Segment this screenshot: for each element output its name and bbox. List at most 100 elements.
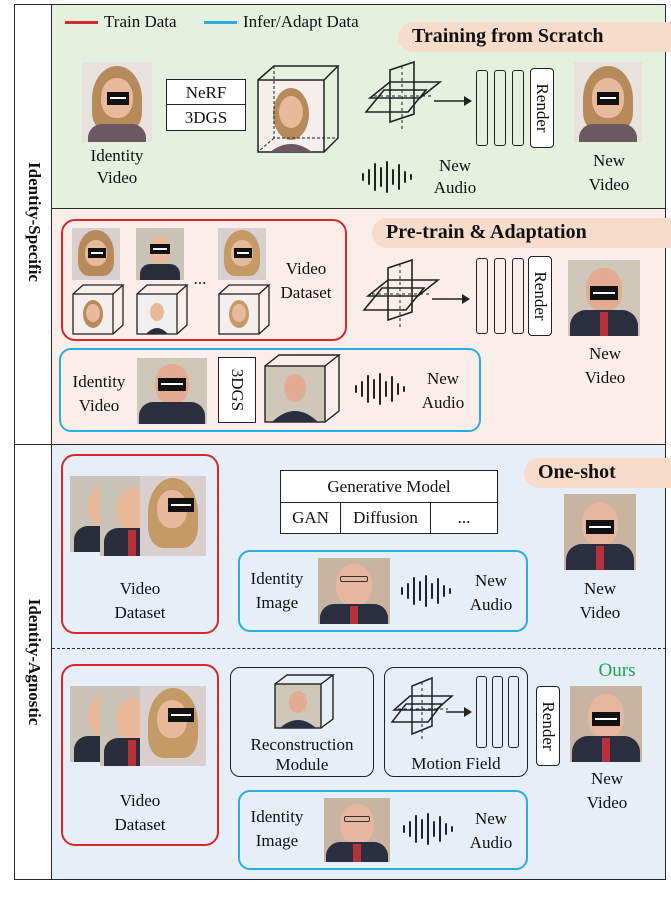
scratch-motion-planes-icon — [364, 60, 472, 130]
pretrain-adapt-box — [59, 348, 481, 432]
dataset-cube-1-icon — [72, 284, 125, 335]
pretrain-3dgs-label: 3DGS — [228, 368, 247, 412]
oneshot-audio-wave-icon — [401, 575, 451, 607]
scratch-output-image — [574, 62, 642, 142]
ours-output-line1: New — [590, 769, 624, 788]
more-cell: ... — [457, 508, 471, 527]
diffusion-cell: Diffusion — [341, 503, 431, 533]
dataset-face-3 — [218, 228, 266, 280]
oneshot-dataset-line2: Dataset — [114, 603, 166, 622]
oneshot-identity-image — [318, 558, 390, 624]
ours-dataset-line1: Video — [119, 791, 161, 810]
ours-dataset-line2: Dataset — [114, 815, 166, 834]
pretrain-identity-line2: Video — [78, 396, 120, 415]
pretrain-audio-wave-icon — [355, 373, 405, 405]
pretrain-output-line2: Video — [584, 368, 626, 387]
generative-model-cells: GAN Diffusion ... — [281, 503, 497, 533]
ours-dataset-box — [61, 664, 219, 846]
ours-identity-line2: Image — [255, 831, 299, 850]
pretrain-identity-cube-icon — [264, 354, 342, 423]
oneshot-output-line2: Video — [579, 603, 621, 622]
section-divider — [52, 208, 666, 209]
scratch-network-icon — [476, 70, 528, 148]
pretrain-dataset-line2: Dataset — [280, 283, 332, 302]
legend-train-label: Train Data — [104, 12, 177, 31]
identity-specific-band — [14, 5, 52, 444]
scratch-output-line1: New — [592, 151, 626, 170]
ours-infer-box — [238, 790, 528, 870]
oneshot-identity-line1: Identity — [250, 569, 304, 588]
motion-field-label: Motion Field — [411, 754, 501, 773]
ours-audio-wave-icon — [403, 813, 453, 845]
oneshot-output-image — [564, 494, 636, 570]
pretrain-render-label: Render — [531, 271, 550, 321]
dataset-face-2 — [136, 228, 184, 280]
ours-output-image — [570, 686, 642, 762]
scratch-identity-line2: Video — [96, 168, 138, 187]
scratch-audio-line1: New — [438, 156, 472, 175]
oneshot-dataset-box — [61, 454, 219, 634]
motion-field-box — [384, 667, 528, 777]
ours-identity-line1: Identity — [250, 807, 304, 826]
ours-motion-planes-icon — [390, 676, 472, 740]
pretrain-3dgs-box: 3DGS — [218, 357, 256, 423]
legend-train-line — [65, 21, 98, 24]
ours-divider — [52, 648, 666, 649]
ours-render-box: Render — [536, 686, 560, 766]
pretrain-dataset-line1: Video — [285, 259, 327, 278]
pretrain-identity-image — [137, 358, 207, 424]
identity-video-image — [82, 62, 152, 142]
pretrain-render-box: Render — [528, 256, 552, 336]
reconstruction-line1: Reconstruction — [250, 735, 354, 754]
oneshot-title: One-shot — [524, 458, 671, 488]
ours-title: Ours — [598, 660, 636, 681]
gan-cell: GAN — [281, 503, 341, 533]
scratch-cube-icon — [257, 65, 340, 153]
pretrain-audio-line1: New — [426, 369, 460, 388]
oneshot-dataset-line1: Video — [119, 579, 161, 598]
pretrain-dataset-box — [61, 219, 347, 341]
pretrain-audio-line2: Audio — [421, 393, 465, 412]
pretrain-output-line1: New — [588, 344, 622, 363]
3dgs-label: 3DGS — [184, 108, 228, 127]
ours-output-line2: Video — [586, 793, 628, 812]
scratch-identity-line1: Identity — [90, 146, 144, 165]
generative-model-box: Generative Model GAN Diffusion ... — [280, 470, 498, 534]
scratch-title: Training from Scratch — [398, 22, 671, 52]
nerf-3dgs-box — [166, 79, 246, 131]
nerf-label: NeRF — [185, 83, 227, 102]
oneshot-infer-box — [238, 550, 528, 632]
ours-network-icon — [476, 676, 524, 750]
pretrain-output-image — [568, 260, 640, 336]
dataset-cube-3-icon — [218, 284, 271, 335]
legend-infer-label: Infer/Adapt Data — [243, 12, 359, 31]
ours-identity-image — [324, 798, 390, 862]
reconstruction-cube-icon — [274, 674, 336, 729]
oneshot-output-line1: New — [583, 579, 617, 598]
generative-model-label: Generative Model — [281, 471, 497, 503]
scratch-render-label: Render — [533, 83, 552, 133]
oneshot-audio-line1: New — [474, 571, 508, 590]
scratch-audio-line2: Audio — [433, 178, 477, 197]
scratch-output-line2: Video — [588, 175, 630, 194]
dataset-cube-2-icon — [136, 284, 189, 335]
reconstruction-module-box — [230, 667, 374, 777]
dataset-ellipsis: ... — [193, 269, 207, 288]
legend-infer-line — [204, 21, 237, 24]
group-divider — [14, 444, 666, 445]
ours-render-label: Render — [539, 701, 558, 751]
ours-dataset-stack-3 — [140, 686, 206, 766]
oneshot-identity-line2: Image — [255, 593, 299, 612]
pretrain-network-icon — [476, 258, 528, 336]
dataset-face-1 — [72, 228, 120, 280]
ours-audio-line2: Audio — [469, 833, 513, 852]
oneshot-audio-line2: Audio — [469, 595, 513, 614]
ours-audio-line1: New — [474, 809, 508, 828]
pretrain-motion-planes-icon — [362, 258, 470, 328]
scratch-render-box: Render — [530, 68, 554, 148]
nerf-3dgs-divider — [167, 104, 245, 105]
figure-frame — [14, 4, 666, 880]
identity-agnostic-band — [14, 444, 52, 879]
scratch-audio-wave-icon — [362, 161, 412, 193]
pretrain-identity-line1: Identity — [72, 372, 126, 391]
